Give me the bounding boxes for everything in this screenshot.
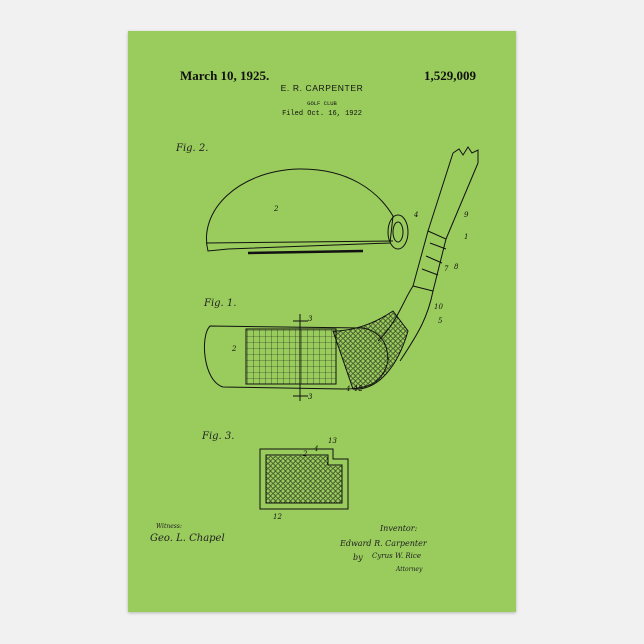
svg-text:10: 10 [434,303,443,311]
svg-text:4: 4 [345,385,350,393]
witness-signature: Geo. L. Chapel [150,533,225,544]
svg-text:12: 12 [354,385,363,393]
fig2-club-head [206,169,408,253]
svg-text:3: 3 [308,393,313,401]
witness-label: Witness: [156,523,182,530]
svg-text:5: 5 [438,317,443,325]
svg-text:2: 2 [302,450,308,458]
svg-text:4: 4 [413,211,418,219]
inventor-label: Inventor: [380,524,417,533]
by-label: by [353,553,363,562]
svg-text:13: 13 [328,437,337,445]
svg-text:4: 4 [313,445,318,453]
svg-text:12: 12 [273,513,282,521]
svg-text:1: 1 [464,233,468,241]
fig3-insert [260,449,348,509]
svg-text:9: 9 [464,211,469,219]
fig1-club-head [204,311,408,401]
svg-text:2: 2 [231,345,237,353]
attorney-name: Cyrus W. Rice [372,552,421,560]
patent-poster: March 10, 1925. 1,529,009 E. R. CARPENTE… [128,31,516,612]
svg-text:8: 8 [454,263,459,271]
svg-text:3: 3 [308,315,313,323]
patent-drawing: 2491 78105 233412 241312 [128,31,516,612]
attorney-label: Attorney [396,566,422,573]
inventor-name: Edward R. Carpenter [340,539,427,548]
svg-text:7: 7 [444,265,449,273]
svg-text:2: 2 [273,205,279,213]
